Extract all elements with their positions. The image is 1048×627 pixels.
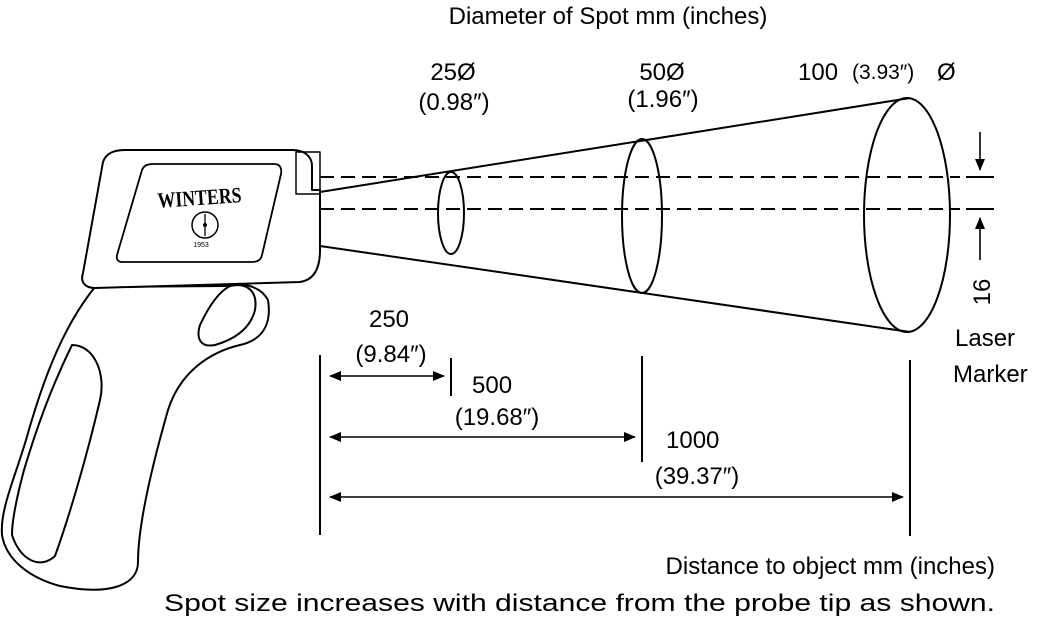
thermometer-device: [0, 149, 321, 591]
laser-label-line2: Marker: [953, 361, 1028, 388]
spot-100-diameter: 100: [798, 59, 838, 86]
spot-circle-50: [621, 138, 663, 294]
device-trigger: [197, 284, 257, 347]
spot-50-inches: (1.96″): [627, 86, 698, 113]
spot-50-diameter: 50Ø: [639, 59, 684, 86]
distance-extension-lines: [319, 355, 911, 536]
spot-100-inches: (3.93″): [852, 61, 914, 84]
laser-marker-lines: [320, 176, 960, 210]
spot-circle-25: [437, 171, 465, 255]
device-grip-inset: [11, 344, 103, 564]
measurement-cone: [319, 97, 951, 333]
spot-25-inches: (0.98″): [418, 89, 489, 116]
spot-circle-100: [863, 97, 951, 333]
footnote: Spot size increases with distance from t…: [164, 590, 995, 617]
cone-bottom-edge: [319, 245, 911, 333]
spot-25-diameter: 25Ø: [430, 59, 475, 86]
laser-gap-ticks: [966, 176, 994, 210]
distance-heading: Distance to object mm (inches): [666, 553, 995, 580]
distance-250-inches: (9.84″): [355, 341, 426, 368]
laser-label-line1: Laser: [955, 325, 1015, 352]
thermometer-gauge-icon: [191, 211, 219, 239]
distance-1000-mm: 1000: [666, 427, 719, 454]
brand-year: 1953: [193, 242, 209, 249]
spot-diameter-heading: Diameter of Spot mm (inches): [449, 3, 768, 30]
distance-500-inches: (19.68″): [455, 404, 540, 431]
distance-500-mm: 500: [472, 372, 512, 399]
device-nose: [295, 151, 321, 195]
brand-logo: WINTERS: [157, 182, 243, 213]
distance-1000-inches: (39.37″): [655, 463, 740, 490]
distance-250-mm: 250: [369, 306, 409, 333]
spot-100-symbol: Ø: [937, 59, 956, 86]
laser-gap-value: 16: [969, 279, 996, 306]
cone-top-edge: [319, 97, 911, 193]
